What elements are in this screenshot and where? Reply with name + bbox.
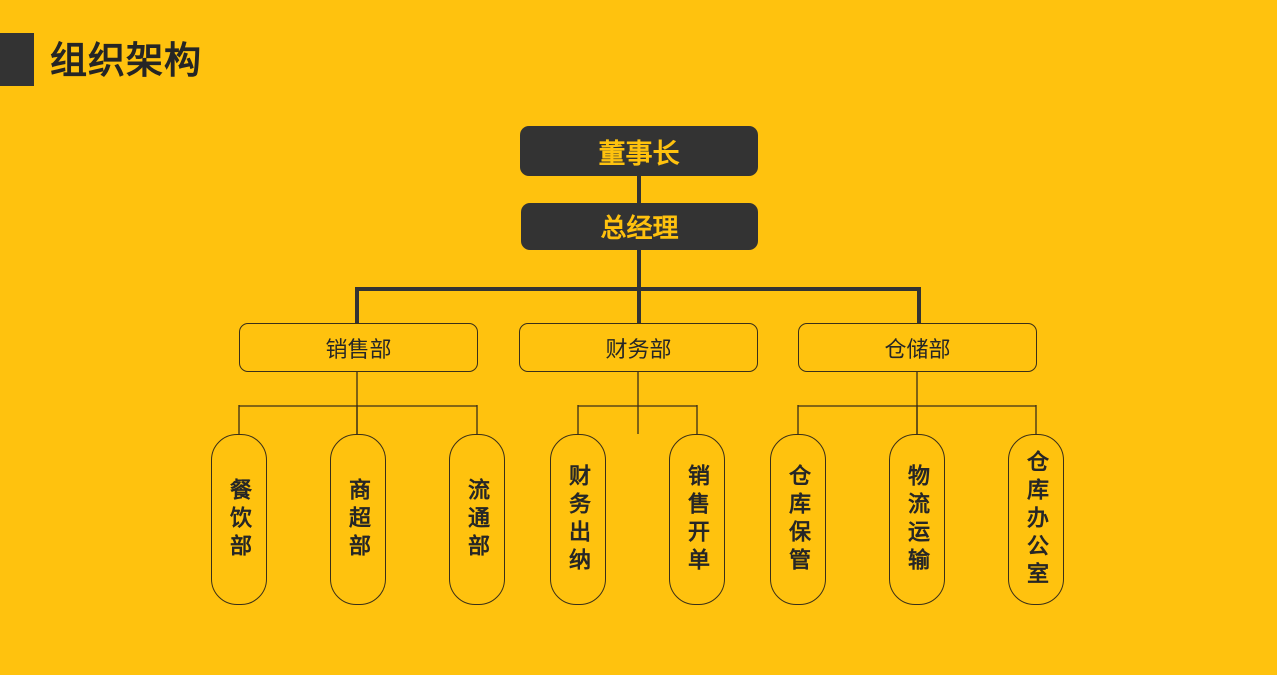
node-logistics[interactable]: 物流运输 xyxy=(889,434,945,605)
node-sales-billing[interactable]: 销售开单 xyxy=(669,434,725,605)
node-warehouse-custody[interactable]: 仓库保管 xyxy=(770,434,826,605)
node-finance-dept[interactable]: 财务部 xyxy=(519,323,758,372)
node-chairman[interactable]: 董事长 xyxy=(520,126,758,176)
title-accent-bar xyxy=(0,33,34,86)
node-general-manager[interactable]: 总经理 xyxy=(521,203,758,250)
node-warehouse-office[interactable]: 仓库办公室 xyxy=(1008,434,1064,605)
node-distribution[interactable]: 流通部 xyxy=(449,434,505,605)
node-sales-dept[interactable]: 销售部 xyxy=(239,323,478,372)
page-title: 组织架构 xyxy=(50,40,202,81)
node-supermarket[interactable]: 商超部 xyxy=(330,434,386,605)
node-cashier[interactable]: 财务出纳 xyxy=(550,434,606,605)
node-warehouse-dept[interactable]: 仓储部 xyxy=(798,323,1037,372)
node-catering[interactable]: 餐饮部 xyxy=(211,434,267,605)
